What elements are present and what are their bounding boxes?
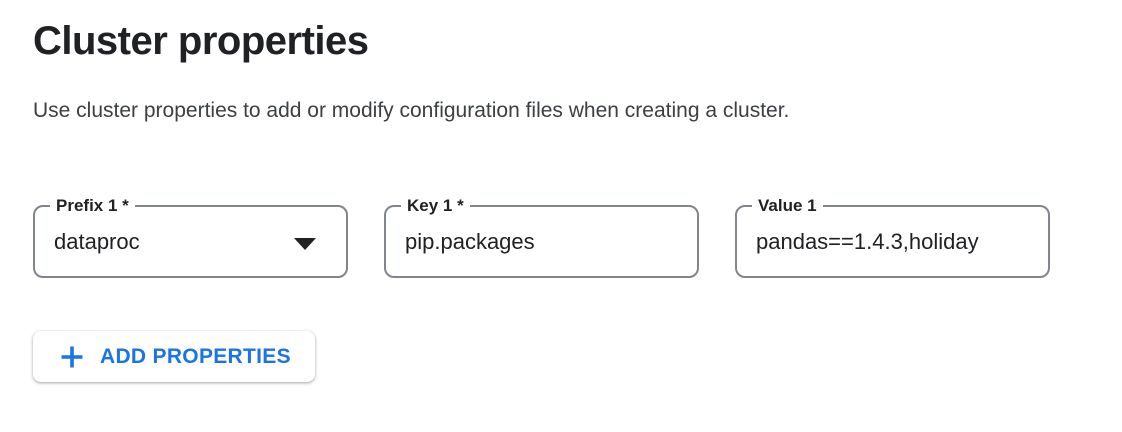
plus-icon (61, 346, 83, 367)
property-fields-row: Prefix 1 * dataproc Key 1 * Value 1 (33, 195, 1050, 278)
value-field-label: Value 1 (752, 195, 823, 217)
page-title: Cluster properties (33, 19, 369, 63)
value-input[interactable] (737, 207, 1048, 276)
prefix-select[interactable]: dataproc (54, 229, 140, 254)
add-properties-label: ADD PROPERTIES (100, 344, 291, 368)
key-field-label: Key 1 * (401, 195, 470, 217)
prefix-select-field: Prefix 1 * dataproc (33, 195, 348, 278)
key-field: Key 1 * (384, 195, 699, 278)
add-properties-button[interactable]: ADD PROPERTIES (33, 331, 315, 382)
key-input[interactable] (386, 207, 697, 276)
value-field: Value 1 (735, 195, 1050, 278)
page-description: Use cluster properties to add or modify … (33, 99, 790, 122)
prefix-field-label: Prefix 1 * (50, 195, 135, 217)
